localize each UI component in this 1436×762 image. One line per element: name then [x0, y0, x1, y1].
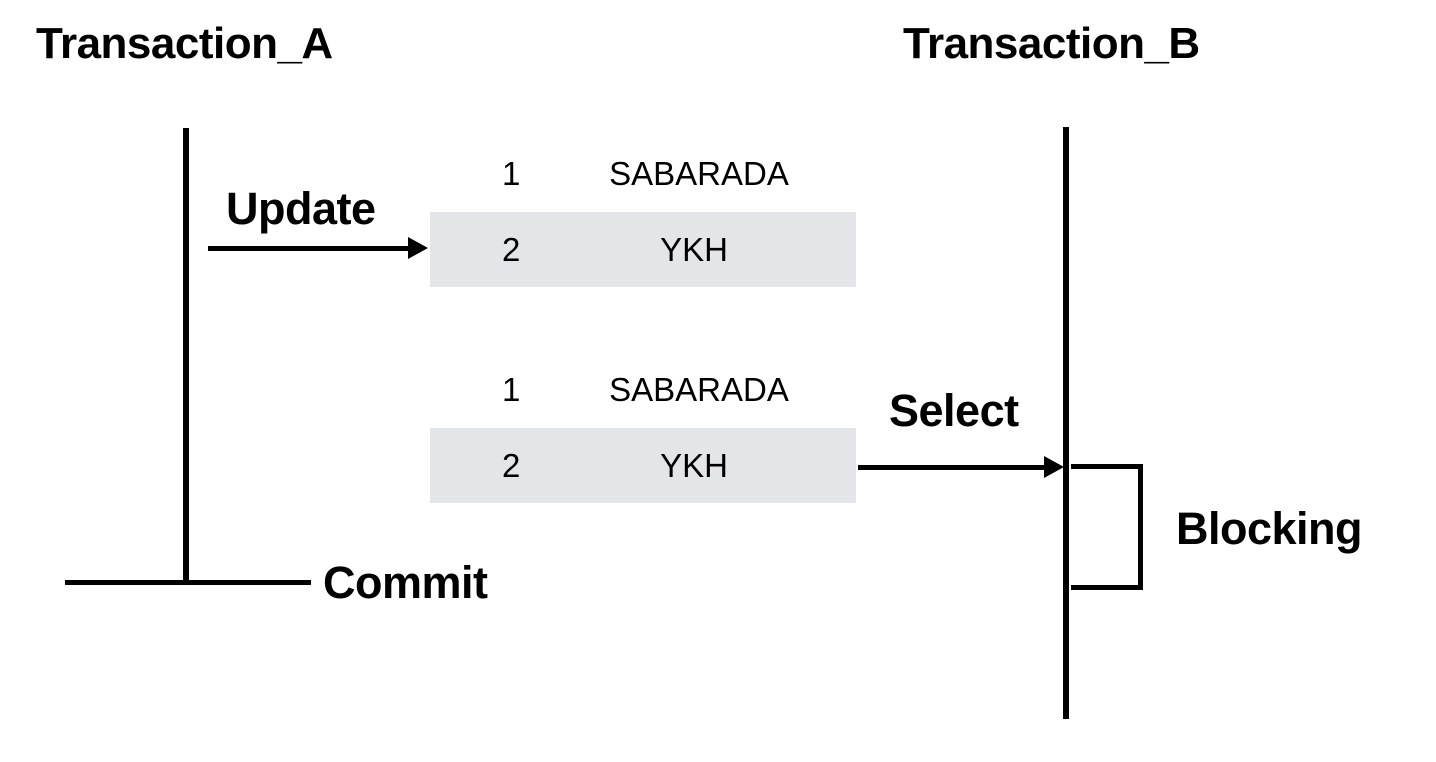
table-row-gap — [430, 414, 856, 428]
row-id-cell: 1 — [502, 371, 521, 408]
table-row: 2 YKH — [430, 212, 856, 287]
commit-line — [65, 580, 311, 585]
table-row-gap — [430, 198, 856, 212]
table-row: 1 SABARADA — [430, 150, 856, 198]
select-result-table: 1 SABARADA 2 YKH — [430, 366, 856, 503]
select-arrow-shaft — [858, 465, 1048, 470]
message-label-select: Select — [889, 385, 1019, 436]
lifeline-transaction-a — [183, 128, 189, 583]
row-value-cell: SABARADA — [609, 371, 789, 408]
update-result-table: 1 SABARADA 2 YKH — [430, 150, 856, 287]
message-label-commit: Commit — [323, 557, 488, 608]
blocking-bracket-top — [1071, 464, 1143, 469]
blocking-bracket-right — [1138, 464, 1143, 590]
row-id-cell: 1 — [502, 155, 521, 192]
blocking-bracket-bottom — [1071, 585, 1143, 590]
lifeline-title-transaction-b: Transaction_B — [903, 19, 1200, 68]
update-arrow-head-icon — [408, 237, 428, 259]
row-value-cell: YKH — [660, 230, 728, 268]
row-value-cell: SABARADA — [609, 155, 789, 192]
table-row: 2 YKH — [430, 428, 856, 503]
row-value-cell: YKH — [660, 446, 728, 484]
message-label-blocking: Blocking — [1176, 503, 1363, 554]
update-arrow-shaft — [208, 246, 413, 251]
message-label-update: Update — [226, 183, 376, 234]
select-arrow-head-icon — [1044, 456, 1064, 478]
row-id-cell: 2 — [502, 230, 521, 268]
lifeline-title-transaction-a: Transaction_A — [36, 19, 333, 68]
table-row: 1 SABARADA — [430, 366, 856, 414]
row-id-cell: 2 — [502, 446, 521, 484]
lifeline-transaction-b — [1063, 127, 1069, 719]
